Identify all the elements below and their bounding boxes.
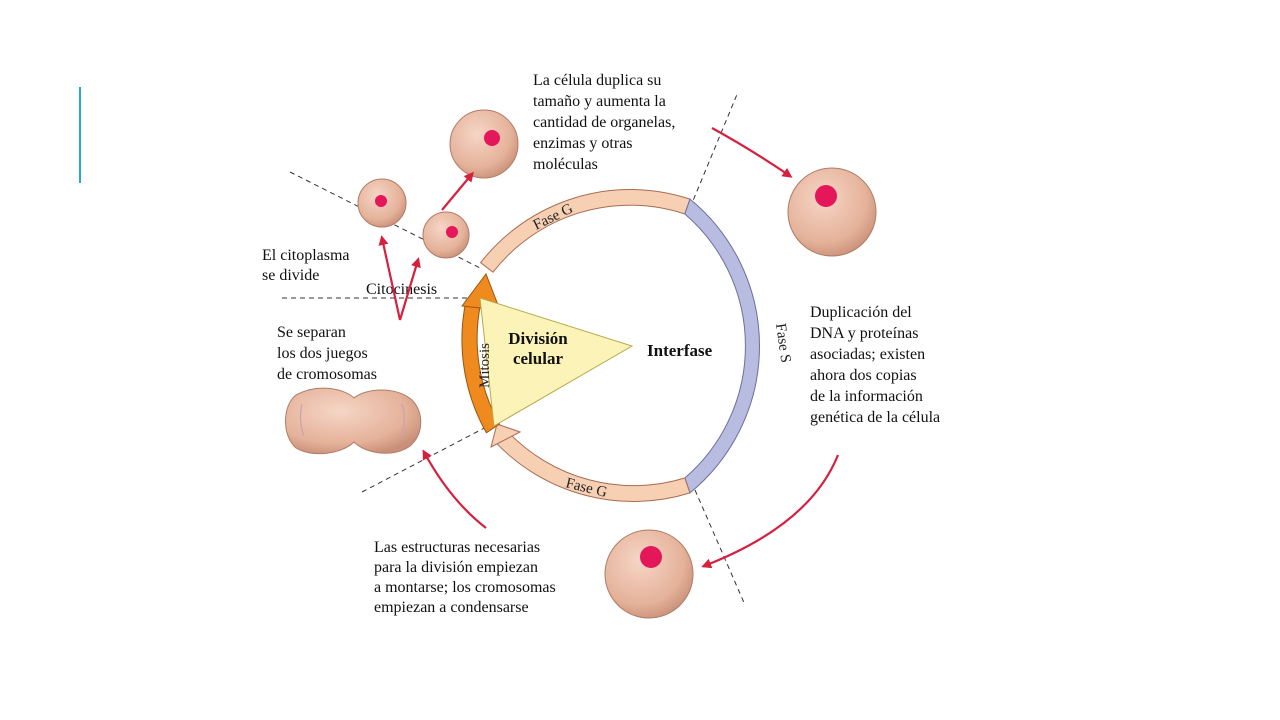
phase-g2-label: Fase G xyxy=(564,475,609,501)
annotation-growth-line-2: tamaño y aumenta la xyxy=(533,93,666,110)
cell-bottom xyxy=(604,529,694,619)
annotation-cytoplasm: El citoplasma se divide xyxy=(262,247,350,284)
annotation-growth-line-4: enzimas y otras xyxy=(533,135,633,152)
arrow-to-top-cell xyxy=(441,171,474,211)
cell-small-lower xyxy=(422,211,470,259)
annotation-growth-line-3: cantidad de organelas, xyxy=(533,114,675,131)
annotation-preparation: Las estructuras necesarias para la divis… xyxy=(374,539,556,616)
interphase-label: Interfase xyxy=(647,341,713,360)
cell-small-upper xyxy=(357,178,407,228)
annotation-prep-line-4: empiezan a condensarse xyxy=(374,599,529,616)
phase-mitosis-band xyxy=(461,299,501,434)
arrow-to-bottom-cell xyxy=(701,454,840,569)
annotation-prep-line-3: a montarse; los cromosomas xyxy=(374,579,556,596)
arrow-to-dividing-cell xyxy=(422,449,487,529)
annotation-dna-line-3: asociadas; existen xyxy=(810,346,925,363)
cycle-ring xyxy=(461,189,760,503)
annotation-growth-line-1: La célula duplica su xyxy=(533,72,661,89)
annotation-dna-line-5: de la información xyxy=(810,388,923,405)
annotation-sep-line-1: Se separan xyxy=(277,324,346,341)
cell-right xyxy=(787,167,877,257)
annotation-separation: Se separan los dos juegos de cromosomas xyxy=(277,324,377,383)
annotation-cyto-line-2: se divide xyxy=(262,267,319,284)
g2-arrowhead xyxy=(490,423,522,448)
cell-dividing xyxy=(285,387,422,455)
annotation-dna-line-2: DNA y proteínas xyxy=(810,325,918,342)
phase-s-label: Fase S xyxy=(772,322,793,363)
phase-mitosis-label: Mitosis xyxy=(477,343,493,388)
annotation-cyto-line-1: El citoplasma xyxy=(262,247,350,264)
annotation-growth-line-5: moléculas xyxy=(533,156,598,173)
annotation-prep-line-2: para la división empiezan xyxy=(374,559,538,576)
annotation-sep-line-2: los dos juegos xyxy=(277,345,368,362)
cytokinesis-label: Citocinesis xyxy=(366,281,437,298)
division-wedge xyxy=(479,297,634,427)
annotation-growth: La célula duplica su tamaño y aumenta la… xyxy=(533,72,675,173)
annotation-sep-line-3: de cromosomas xyxy=(277,366,377,383)
annotation-dna: Duplicación del DNA y proteínas asociada… xyxy=(810,304,940,426)
divider-bottom-right xyxy=(694,489,746,606)
divider-top-right xyxy=(689,91,739,209)
arrow-to-right-cell xyxy=(711,127,793,178)
annotation-dna-line-1: Duplicación del xyxy=(810,304,912,321)
cells xyxy=(285,109,877,619)
arrow-cytokinesis-right xyxy=(398,257,421,321)
transition-arrows xyxy=(378,127,840,569)
cell-large-top xyxy=(449,109,519,179)
slide-accent-bar xyxy=(79,87,81,183)
annotation-dna-line-4: ahora dos copias xyxy=(810,367,917,384)
arrow-cytokinesis-left xyxy=(378,235,402,321)
annotation-prep-line-1: Las estructuras necesarias xyxy=(374,539,540,556)
phase-g1-band xyxy=(479,189,691,273)
annotation-dna-line-6: genética de la célula xyxy=(810,409,940,426)
